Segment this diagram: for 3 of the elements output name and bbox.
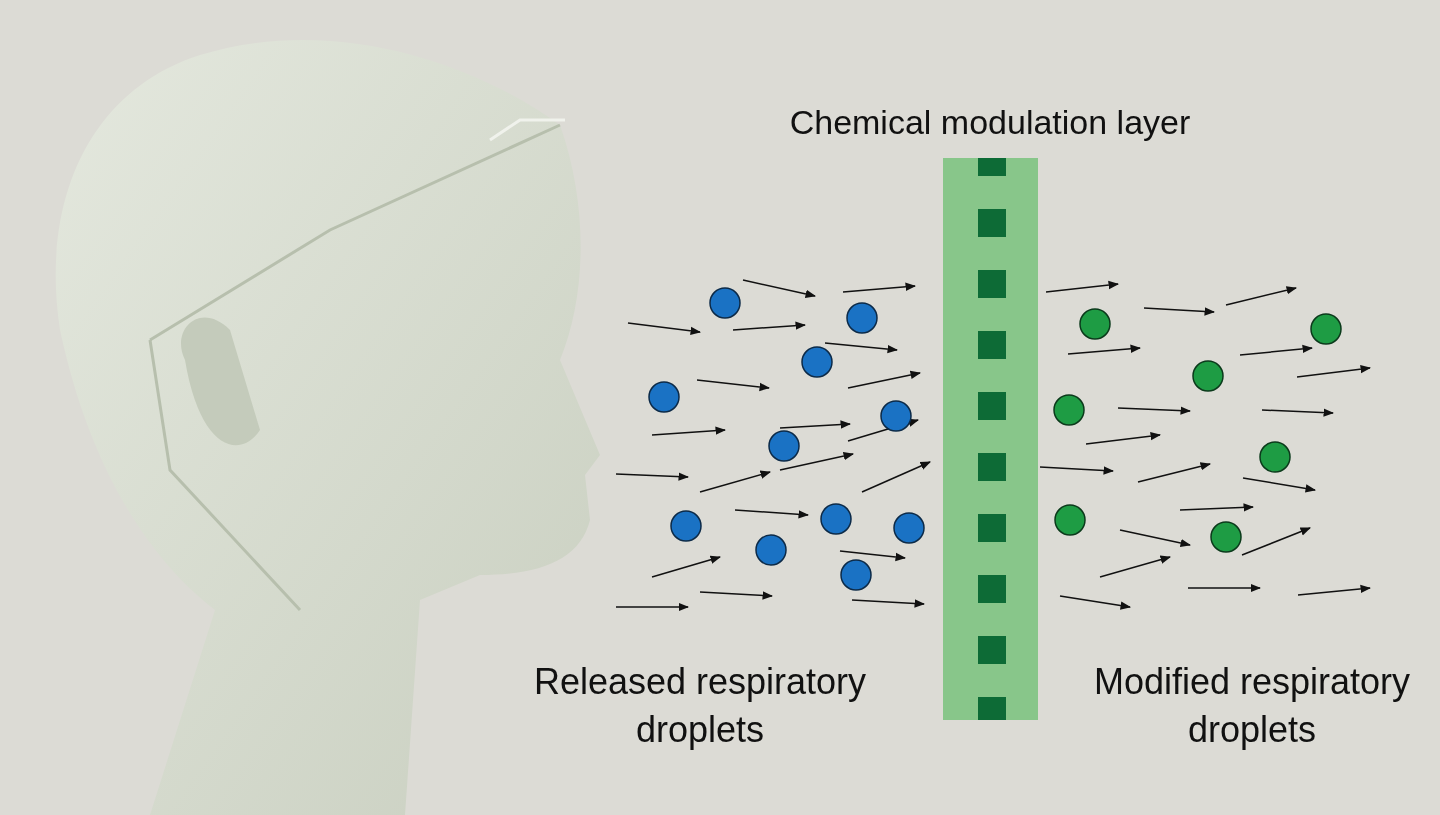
layer-title: Chemical modulation layer [789,102,1191,143]
caption: Released respiratory droplets [532,660,868,752]
caption: Modified respiratory droplets [1092,660,1412,752]
